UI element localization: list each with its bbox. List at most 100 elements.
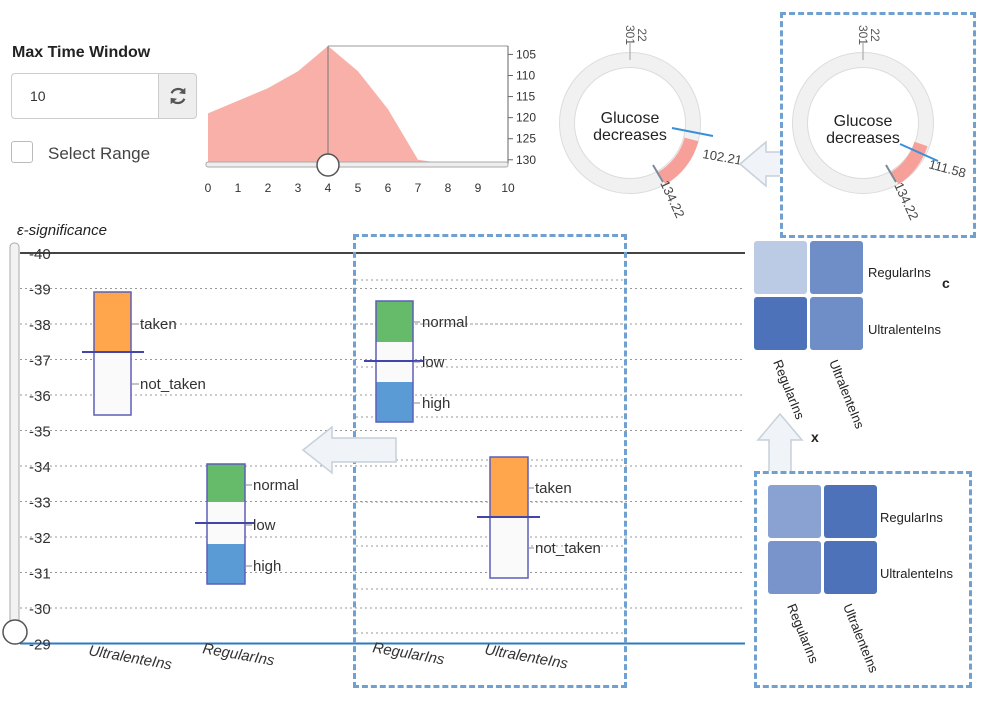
gauge-lower-marker [652, 164, 664, 183]
stack-segment-not-taken [490, 517, 528, 578]
heatmap-bottom: RegularIns UltralenteIns RegularIns Ultr… [768, 485, 953, 676]
significance-tick-label: -40 [29, 246, 51, 263]
gauge-inner-edge [807, 67, 919, 179]
select-range-checkbox[interactable] [11, 141, 33, 163]
stack-outline [93, 291, 132, 416]
significance-tick-label: -33 [29, 495, 51, 512]
panel-stack-ultralente[interactable]: taken not_taken [477, 456, 601, 579]
heatmap-top-row-label-1: RegularIns [868, 265, 931, 280]
gauge-lower-marker [885, 164, 897, 183]
time-x-tick-label: 5 [355, 181, 362, 195]
stack-segment-normal [207, 464, 245, 502]
time-slider-handle[interactable] [316, 153, 340, 177]
heatmap-top-cell[interactable] [754, 297, 807, 350]
heatmap-bottom-col-label-1: RegularIns [784, 602, 822, 666]
heatmap-bottom-row-label-1: RegularIns [880, 510, 943, 525]
stack-label-high: high [422, 395, 450, 412]
heatmap-top-cell[interactable] [810, 297, 863, 350]
stack-label-low: low [253, 517, 276, 534]
gauge-top-label-2: 22 [635, 28, 649, 42]
gauge-top-label-1: 301 [856, 25, 870, 45]
stack-label-low: low [422, 354, 445, 371]
glucose-gauge-1: 301 22 Glucose decreases 102.21 134.22 [559, 25, 740, 220]
gauge-center-line2: decreases [826, 130, 900, 147]
significance-axis-title: ε-significance [17, 222, 107, 239]
panel-stack-regular[interactable]: normal low high [364, 300, 468, 423]
heatmap-bottom-row-label-2: UltralenteIns [880, 566, 953, 581]
stack-label-normal: normal [422, 314, 468, 331]
significance-tick-label: -37 [29, 353, 51, 370]
time-x-tick-label: 0 [205, 181, 212, 195]
stack-segment-taken [490, 457, 528, 517]
significance-chart: ε-significance -40-39-38-37-36-35-34-33-… [2, 222, 745, 674]
stack-segment-normal [376, 301, 413, 342]
glucose-area [208, 46, 508, 164]
gauge-center-line1: Glucose [601, 110, 660, 127]
time-x-tick-label: 1 [235, 181, 242, 195]
gauge-upper-marker [899, 143, 939, 162]
stack-segment-high [207, 544, 245, 584]
gauge-center-line1: Glucose [834, 113, 893, 130]
heatmap-top-cell[interactable] [810, 241, 863, 294]
time-x-tick-label: 4 [325, 181, 332, 195]
stack-segment-taken [94, 292, 131, 353]
gauge-upper-value: 102.21 [701, 146, 740, 168]
stack-label-not-taken: not_taken [140, 376, 206, 393]
panel-category-label-ultralente: UltralenteIns [483, 641, 569, 672]
significance-tick-label: -31 [29, 566, 51, 583]
time-y-tick-label: 130 [516, 153, 536, 167]
stack-label-high: high [253, 558, 281, 575]
heatmap-top-row-label-2: UltralenteIns [868, 322, 941, 337]
significance-slider-track[interactable] [9, 242, 20, 636]
time-y-tick-label: 125 [516, 132, 536, 146]
stack-label-not-taken: not_taken [535, 540, 601, 557]
time-y-tick-label: 115 [516, 90, 535, 104]
heatmap-bottom-col-label-2: UltralenteIns [840, 602, 881, 676]
gauge-2-panel [780, 12, 976, 238]
time-x-tick-label: 10 [501, 181, 515, 195]
heatmap-top-cell[interactable] [754, 241, 807, 294]
significance-slider-handle[interactable] [2, 619, 28, 645]
gauge-lower-value: 134.22 [657, 178, 687, 220]
gauge-top-label-2: 22 [868, 28, 882, 42]
time-y-tick-label: 110 [516, 69, 535, 83]
time-y-tick-label: 120 [516, 111, 536, 125]
time-x-tick-label: 8 [445, 181, 452, 195]
time-slider-track[interactable] [205, 161, 509, 168]
heatmap-top-col-label-2: UltralenteIns [826, 358, 867, 432]
time-x-tick-label: 7 [415, 181, 422, 195]
significance-tick-label: -38 [29, 317, 51, 334]
stack-label-normal: normal [253, 477, 299, 494]
max-time-window-input[interactable]: 10 [11, 73, 159, 119]
select-range-label: Select Range [48, 144, 151, 163]
panel-category-label-regular: RegularIns [371, 639, 446, 668]
category-label-ultralente: UltralenteIns [87, 642, 173, 673]
refresh-icon [170, 87, 185, 105]
stack-ultralente[interactable]: taken not_taken [82, 291, 206, 416]
heatmap-bottom-cell[interactable] [824, 541, 877, 594]
stack-segment-high [376, 382, 413, 422]
time-x-tick-label: 2 [265, 181, 272, 195]
refresh-button[interactable] [158, 73, 197, 119]
gauge-lower-value: 134.22 [891, 180, 921, 222]
stack-regular[interactable]: normal low high [195, 463, 299, 585]
stack-label-taken: taken [140, 316, 177, 333]
significance-tick-label: -35 [29, 424, 51, 441]
gauge-upper-marker [671, 127, 714, 137]
heatmap-top-marker-x: x [811, 429, 819, 445]
category-label-regular: RegularIns [201, 640, 276, 669]
gauge-inner-edge [574, 67, 686, 179]
glucose-gauge-2: 301 22 Glucose decreases 111.58 134.22 [792, 25, 968, 222]
gauge-top-label-1: 301 [623, 25, 637, 45]
heatmap-bottom-cell[interactable] [768, 541, 821, 594]
gauge-range-arc [658, 137, 699, 185]
arrow-left-middle [301, 425, 397, 475]
heatmap-bottom-cell[interactable] [824, 485, 877, 538]
gauge-center-line2: decreases [593, 127, 667, 144]
time-y-tick-label: 105 [516, 47, 536, 61]
gauge-upper-value: 111.58 [927, 156, 967, 180]
heatmap-bottom-cell[interactable] [768, 485, 821, 538]
significance-tick-label: -30 [29, 601, 51, 618]
significance-tick-label: -34 [29, 459, 51, 476]
